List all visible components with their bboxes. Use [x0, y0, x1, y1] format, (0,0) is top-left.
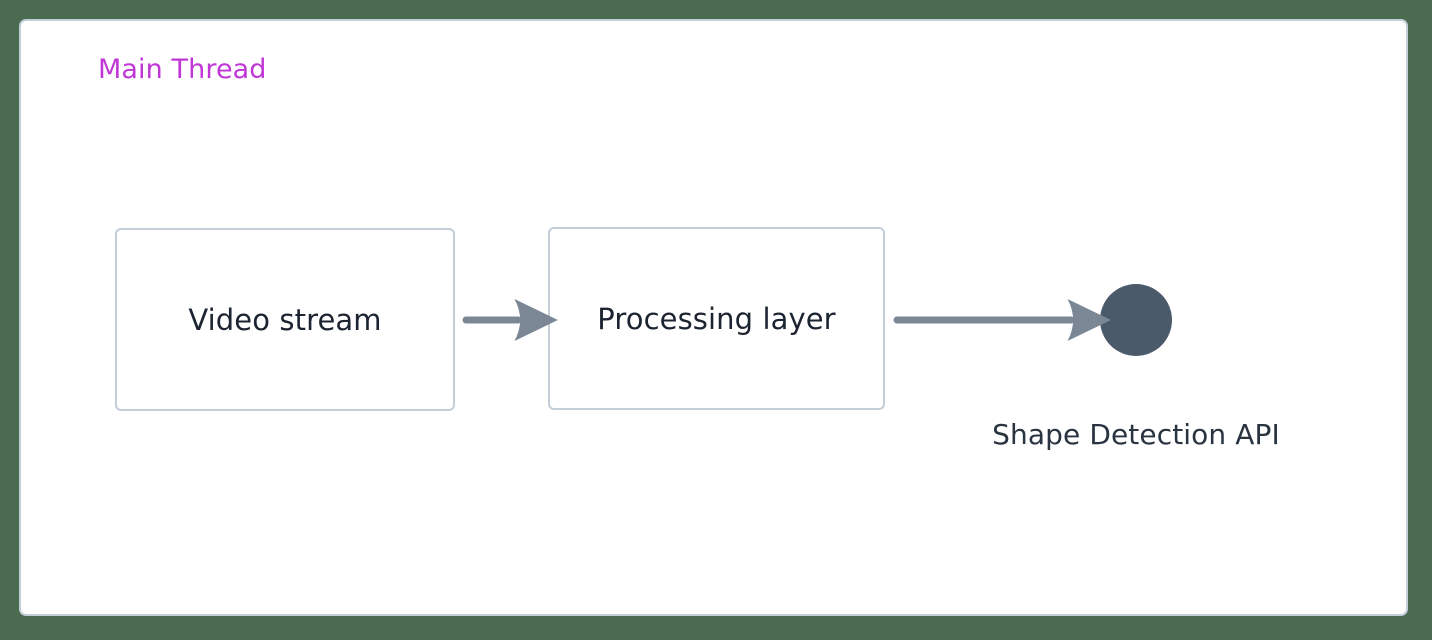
node-video-stream[interactable]: Video stream: [115, 228, 455, 411]
node-processing-layer[interactable]: Processing layer: [548, 227, 885, 410]
panel-title-main-thread: Main Thread: [98, 54, 267, 85]
node-shape-detection-api-label: Shape Detection API: [992, 418, 1280, 451]
node-processing-layer-label: Processing layer: [597, 301, 836, 336]
node-shape-detection-api[interactable]: [1100, 284, 1172, 356]
node-video-stream-label: Video stream: [188, 302, 382, 337]
